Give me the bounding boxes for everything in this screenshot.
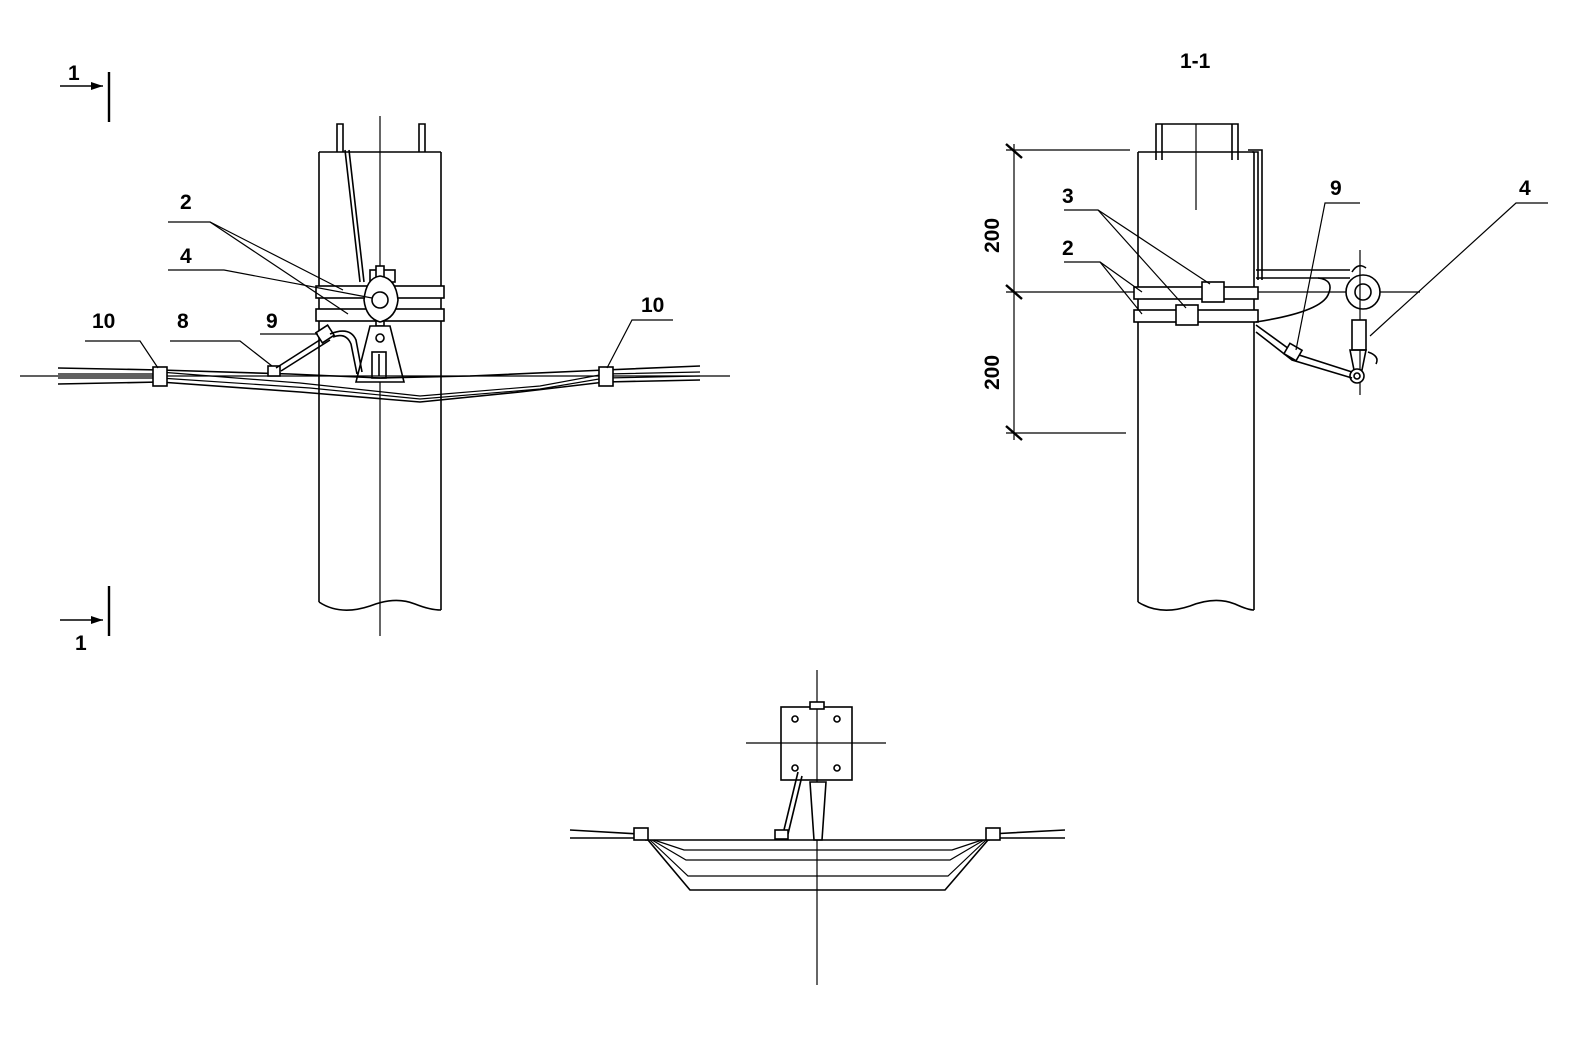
plan-view	[569, 670, 1066, 985]
front-view: 2 4 10 8 9 10	[20, 116, 730, 636]
front-tie-8	[267, 365, 281, 377]
side-callout-4: 4	[1519, 177, 1531, 200]
side-view-title: 1-1	[1180, 50, 1211, 73]
side-grounding-clamp-9	[1255, 324, 1353, 379]
front-callout-9: 9	[266, 310, 278, 333]
front-grounding-clamp-9	[275, 324, 363, 375]
plan-tie-8	[774, 829, 789, 840]
side-clamp-bands	[1133, 281, 1259, 326]
front-suspension-clamp	[354, 265, 406, 383]
side-dimension-lower: 200	[981, 355, 1004, 390]
side-callout-9: 9	[1330, 177, 1342, 200]
side-leaders	[1064, 202, 1548, 351]
side-view: 1-1 200 200	[981, 50, 1548, 611]
side-bracket-hook	[1255, 250, 1381, 395]
front-callout-8: 8	[177, 310, 189, 333]
plan-cable-bundle	[569, 829, 1066, 891]
section-marker-top: 1	[60, 62, 111, 122]
front-callout-10-left: 10	[92, 310, 115, 333]
side-pole	[1137, 123, 1263, 611]
plan-clamp-body	[809, 781, 827, 841]
front-leaders	[85, 221, 673, 369]
section-marker-bottom-label: 1	[75, 632, 87, 655]
front-tie-10-right	[598, 366, 614, 387]
front-callout-4: 4	[180, 245, 192, 268]
section-marker-top-label: 1	[68, 62, 80, 85]
side-dimension-upper: 200	[981, 218, 1004, 253]
plan-tie-10-left	[633, 827, 649, 841]
front-callout-2: 2	[180, 191, 192, 214]
front-callout-10-right: 10	[641, 294, 664, 317]
front-tie-10-left	[152, 366, 168, 387]
plan-tie-10-right	[985, 827, 1001, 841]
side-callout-3: 3	[1062, 185, 1074, 208]
front-pole	[318, 123, 442, 611]
section-marker-bottom: 1	[60, 586, 111, 655]
side-callout-2: 2	[1062, 237, 1074, 260]
plan-bolt-holes	[791, 715, 841, 772]
